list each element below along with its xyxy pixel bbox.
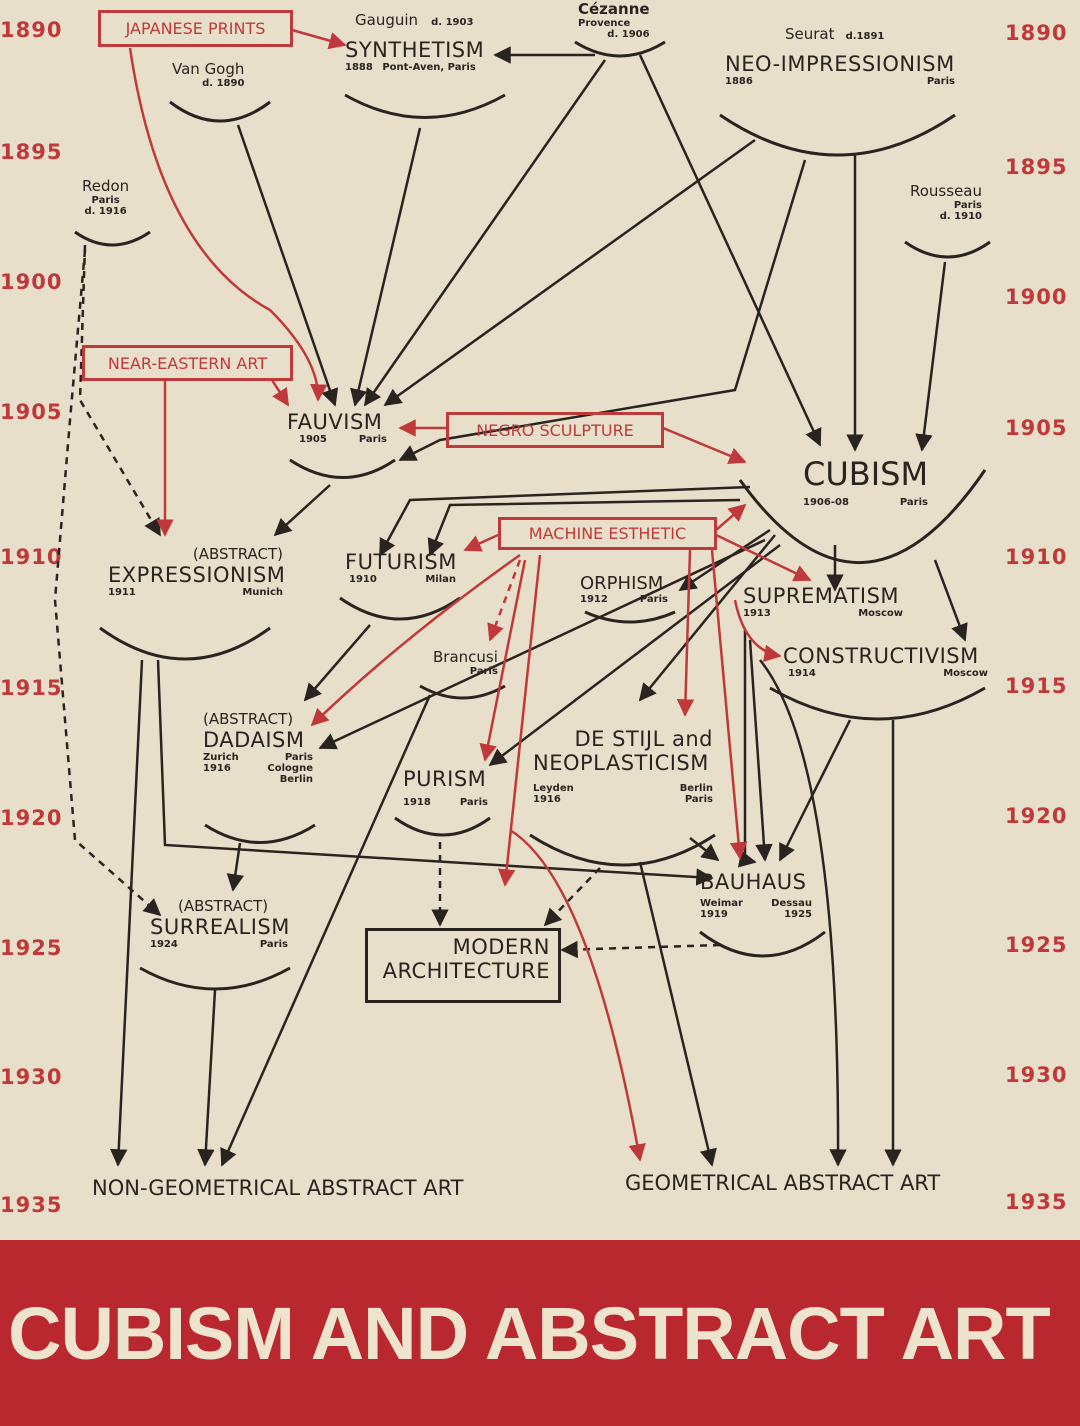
japanese-prints-box: JAPANESE PRINTS (98, 10, 293, 47)
rousseau-node: Rousseau Paris d. 1910 (910, 182, 982, 222)
year-label: 1920 (0, 806, 63, 830)
year-label: 1925 (1005, 933, 1068, 957)
year-label: 1890 (1005, 21, 1068, 45)
year-label: 1915 (0, 676, 63, 700)
cezanne-node: Cézanne Provence d. 1906 (578, 0, 650, 40)
brancusi-node: Brancusi Paris (433, 648, 498, 677)
geometrical-abstract-art: GEOMETRICAL ABSTRACT ART (625, 1171, 941, 1195)
year-label: 1895 (0, 140, 63, 164)
year-label: 1910 (1005, 545, 1068, 569)
year-label: 1920 (1005, 804, 1068, 828)
year-label: 1905 (1005, 416, 1068, 440)
gauguin-node: Gauguin d. 1903 (355, 11, 474, 29)
red-arrows (128, 28, 812, 1162)
year-label: 1915 (1005, 674, 1068, 698)
non-geometrical-abstract-art: NON-GEOMETRICAL ABSTRACT ART (92, 1176, 464, 1200)
year-label: 1925 (0, 936, 63, 960)
movement-arcs (74, 40, 991, 991)
year-label: 1930 (1005, 1063, 1068, 1087)
year-label: 1930 (0, 1065, 63, 1089)
black-arrows (53, 46, 968, 1167)
year-label: 1935 (0, 1193, 63, 1217)
cover-title: CUBISM AND ABSTRACT ART (8, 1292, 1051, 1375)
year-label: 1895 (1005, 155, 1068, 179)
year-label: 1890 (0, 18, 63, 42)
year-label: 1900 (0, 270, 63, 294)
year-label: 1910 (0, 545, 63, 569)
influence-arrows (53, 28, 991, 1167)
year-label: 1935 (1005, 1190, 1068, 1214)
van-gogh-node: Van Gogh d. 1890 (172, 60, 245, 89)
negro-sculpture-box: NEGRO SCULPTURE (446, 412, 664, 448)
title-banner (0, 1240, 1080, 1426)
year-label: 1900 (1005, 285, 1068, 309)
modern-architecture-box: MODERN ARCHITECTURE (365, 928, 561, 1003)
machine-esthetic-box: MACHINE ESTHETIC (498, 517, 717, 550)
year-label: 1905 (0, 400, 63, 424)
synthetism-node: SYNTHETISM 1888 Pont-Aven, Paris (345, 38, 485, 73)
seurat-node: Seurat d.1891 (785, 25, 885, 43)
near-eastern-art-box: NEAR-EASTERN ART (82, 345, 293, 381)
redon-node: Redon Paris d. 1916 (82, 177, 130, 217)
